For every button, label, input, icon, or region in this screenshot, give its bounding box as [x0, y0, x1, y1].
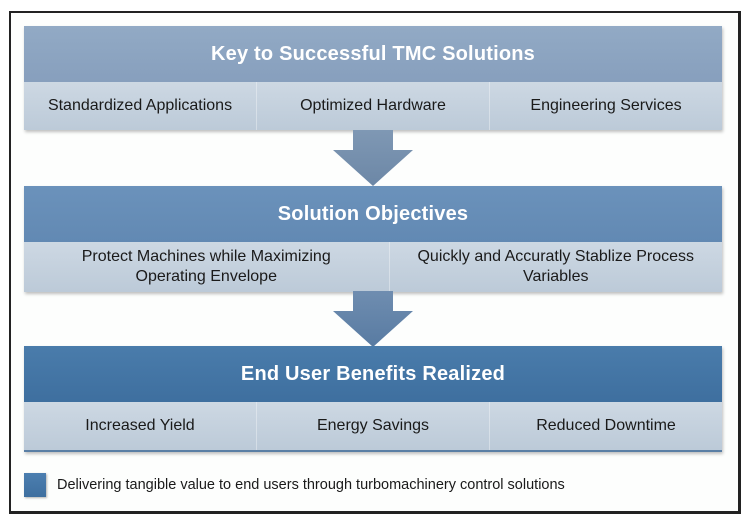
down-arrow-icon [333, 130, 413, 186]
block-key-to-success: Key to Successful TMC Solutions Standard… [24, 26, 722, 130]
legend: Delivering tangible value to end users t… [24, 473, 565, 497]
block-title: Key to Successful TMC Solutions [24, 26, 722, 82]
legend-text: Delivering tangible value to end users t… [57, 477, 565, 493]
item-increased-yield: Increased Yield [85, 417, 195, 434]
item-optimized-hardware: Optimized Hardware [256, 82, 489, 130]
block-solution-objectives: Solution Objectives Protect Machines whi… [24, 186, 722, 292]
item-energy-savings: Energy Savings [256, 402, 489, 450]
block-items-row: Standardized Applications Optimized Hard… [24, 82, 722, 130]
item-stabilize-process-variables: Quickly and Accuratly Stablize Process V… [388, 242, 723, 292]
block-items-row: Protect Machines while Maximizing Operat… [24, 242, 722, 292]
block-end-user-benefits: End User Benefits Realized Increased Yie… [24, 346, 722, 452]
down-arrow-icon [333, 291, 413, 347]
item-protect-machines: Protect Machines while Maximizing Operat… [81, 248, 331, 285]
item-standardized-applications: Standardized Applications [47, 97, 233, 114]
item-engineering-services: Engineering Services [489, 82, 722, 130]
block-items-row: Increased Yield Energy Savings Reduced D… [24, 402, 722, 452]
legend-swatch-icon [24, 473, 46, 497]
block-title: Solution Objectives [24, 186, 722, 242]
item-reduced-downtime: Reduced Downtime [489, 402, 722, 450]
block-title: End User Benefits Realized [24, 346, 722, 402]
